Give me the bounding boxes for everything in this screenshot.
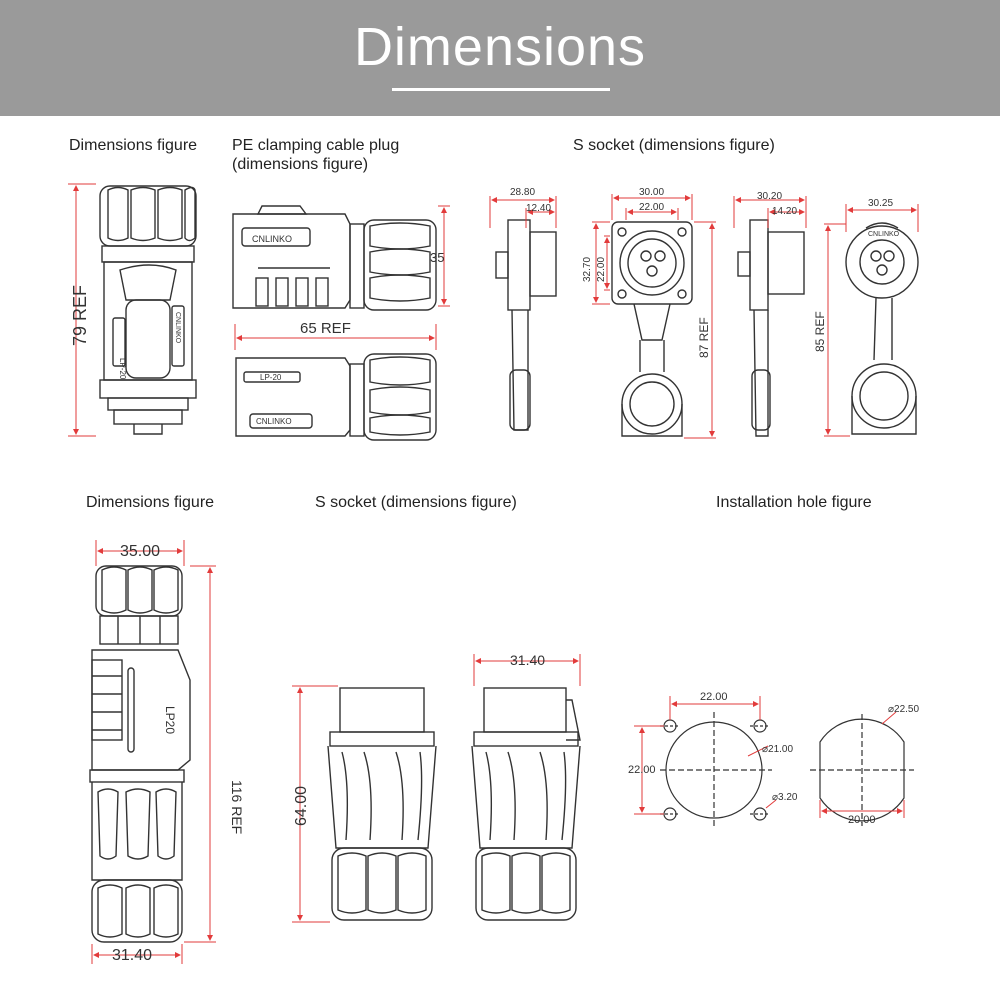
caption-installation-hole: Installation hole figure	[716, 494, 872, 511]
sock-width-dimension	[473, 654, 581, 686]
plug-model-mark: LP-20	[118, 358, 127, 380]
header-banner: Dimensions	[0, 0, 1000, 116]
s2-width-inner-label: 22.00	[639, 202, 664, 213]
caption-s-socket-top: S socket (dimensions figure)	[573, 137, 775, 154]
caption-dimensions-figure-top: Dimensions figure	[69, 137, 198, 154]
install-hole-flatted-dimensions	[819, 711, 905, 818]
plug-height-label: 79 REF	[70, 285, 90, 346]
long-plug-width-top-label: 35.00	[120, 543, 160, 560]
install-hole-dimensions	[634, 696, 777, 815]
plug-height-dimension	[68, 183, 96, 437]
s3-width-outer-label: 30.20	[757, 191, 782, 202]
s-socket-side-view-3	[737, 219, 805, 437]
caption-pe-plug-line2: (dimensions figure)	[232, 156, 369, 173]
s2-height-inner-label: 22.00	[596, 257, 607, 282]
plug-brand-mark: CNLINKO	[174, 312, 181, 344]
pe-length-dimension	[234, 324, 437, 350]
long-plug-width-bottom-label: 31.40	[112, 947, 152, 964]
pe-plug-side-view-bottom	[235, 353, 437, 441]
pe-height-dimension	[438, 205, 450, 307]
hole2-dia-label: ⌀22.50	[888, 704, 919, 715]
pe-length-label: 65 REF	[300, 320, 351, 337]
caption-s-socket-bottom: S socket (dimensions figure)	[315, 494, 517, 511]
pe-plug-model-mark: LP-20	[260, 373, 282, 382]
s-socket-round-view	[845, 222, 919, 435]
page-title: Dimensions	[353, 17, 647, 77]
hole-pitch-y-label: 22.00	[628, 764, 656, 776]
install-hole-flatted	[810, 714, 914, 826]
s1-width-dimensions	[489, 196, 557, 228]
long-plug-model-mark: LP20	[163, 706, 177, 734]
title-underline	[392, 88, 610, 91]
s-socket-front-view	[611, 221, 693, 437]
pe-plug-side-view-top	[232, 205, 437, 311]
sock-height-label: 64.00	[293, 786, 310, 826]
plug-front-view	[99, 185, 197, 435]
s3-width-dimensions	[733, 196, 807, 228]
s-socket-side-view-1	[495, 219, 557, 431]
hole2-flat-label: 20.00	[848, 814, 876, 826]
pe-plug-brand-mark-2: CNLINKO	[256, 417, 292, 426]
install-hole-pattern	[660, 712, 772, 828]
s2-total-height-label: 87 REF	[697, 317, 711, 358]
long-plug-dimensions	[91, 540, 216, 964]
s4-width-label: 30.25	[868, 198, 893, 209]
s4-dimensions	[824, 204, 919, 437]
sock-width-label: 31.40	[510, 652, 545, 668]
s-socket-bottom-view-1	[327, 687, 437, 921]
s4-brand-mark: CNLINKO	[868, 231, 900, 238]
hole-center-dia-label: ⌀21.00	[762, 744, 793, 755]
s1-width-inner-label: 12.40	[526, 203, 551, 214]
long-plug-height-label: 116 REF	[229, 780, 245, 834]
s3-width-inner-label: 14.20	[772, 206, 797, 217]
pe-height-label: 35	[430, 250, 444, 265]
s1-width-outer-label: 28.80	[510, 187, 535, 198]
s4-height-label: 85 REF	[813, 311, 827, 352]
pe-plug-brand-mark: CNLINKO	[252, 234, 292, 244]
s2-width-outer-label: 30.00	[639, 187, 664, 198]
s2-height-outer-label: 32.70	[582, 257, 593, 282]
caption-pe-plug-line1: PE clamping cable plug	[232, 137, 400, 154]
s2-dimensions	[592, 194, 716, 439]
s-socket-bottom-view-2	[471, 687, 581, 921]
sock-height-dimension	[292, 685, 338, 923]
long-plug-view	[89, 565, 191, 943]
hole-small-dia-label: ⌀3.20	[772, 792, 798, 803]
hole-pitch-x-label: 22.00	[700, 691, 728, 703]
caption-dimensions-figure-bottom: Dimensions figure	[86, 494, 215, 511]
